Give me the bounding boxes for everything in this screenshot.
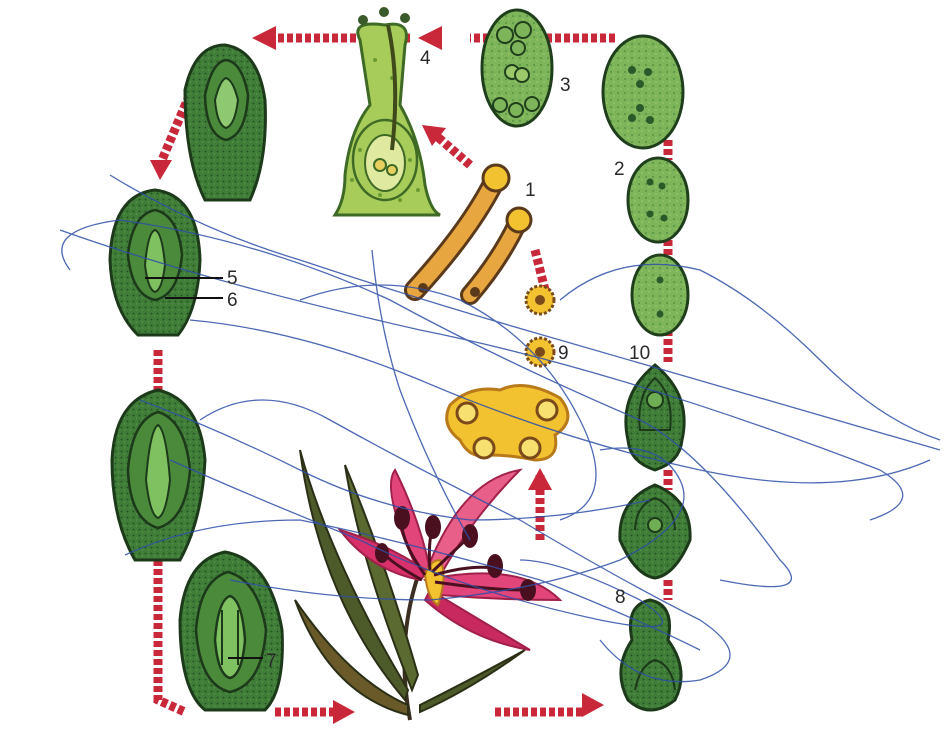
flower — [295, 450, 560, 720]
label-2: 2 — [614, 159, 625, 180]
arrowhead-bottom-mid — [333, 700, 355, 724]
left-column — [110, 45, 282, 710]
embryo-sac — [482, 10, 552, 126]
arrowhead-top-mid — [418, 26, 442, 50]
label-10: 10 — [629, 343, 650, 364]
cell-eight-nuclei — [603, 36, 683, 148]
label-4: 4 — [420, 48, 431, 69]
cell-two-nuclei — [632, 255, 688, 335]
anther-cross-section — [447, 386, 568, 461]
arrowhead-top-left — [252, 26, 276, 50]
label-9: 9 — [558, 343, 569, 364]
ovule-primordium — [621, 600, 681, 710]
pollen-grains — [526, 286, 554, 366]
cell-four-nuclei — [628, 158, 688, 242]
label-6: 6 — [227, 290, 238, 311]
label-1: 1 — [525, 180, 536, 201]
arrowhead-bottom-right — [582, 693, 604, 717]
label-3: 3 — [560, 75, 571, 96]
arrow-pollen-down — [535, 250, 545, 290]
label-7: 7 — [266, 651, 277, 672]
label-5: 5 — [227, 268, 238, 289]
arrowhead-up — [528, 468, 552, 490]
label-8: 8 — [615, 587, 626, 608]
arrowhead-left — [150, 160, 172, 180]
pollen-tubes — [415, 165, 531, 297]
